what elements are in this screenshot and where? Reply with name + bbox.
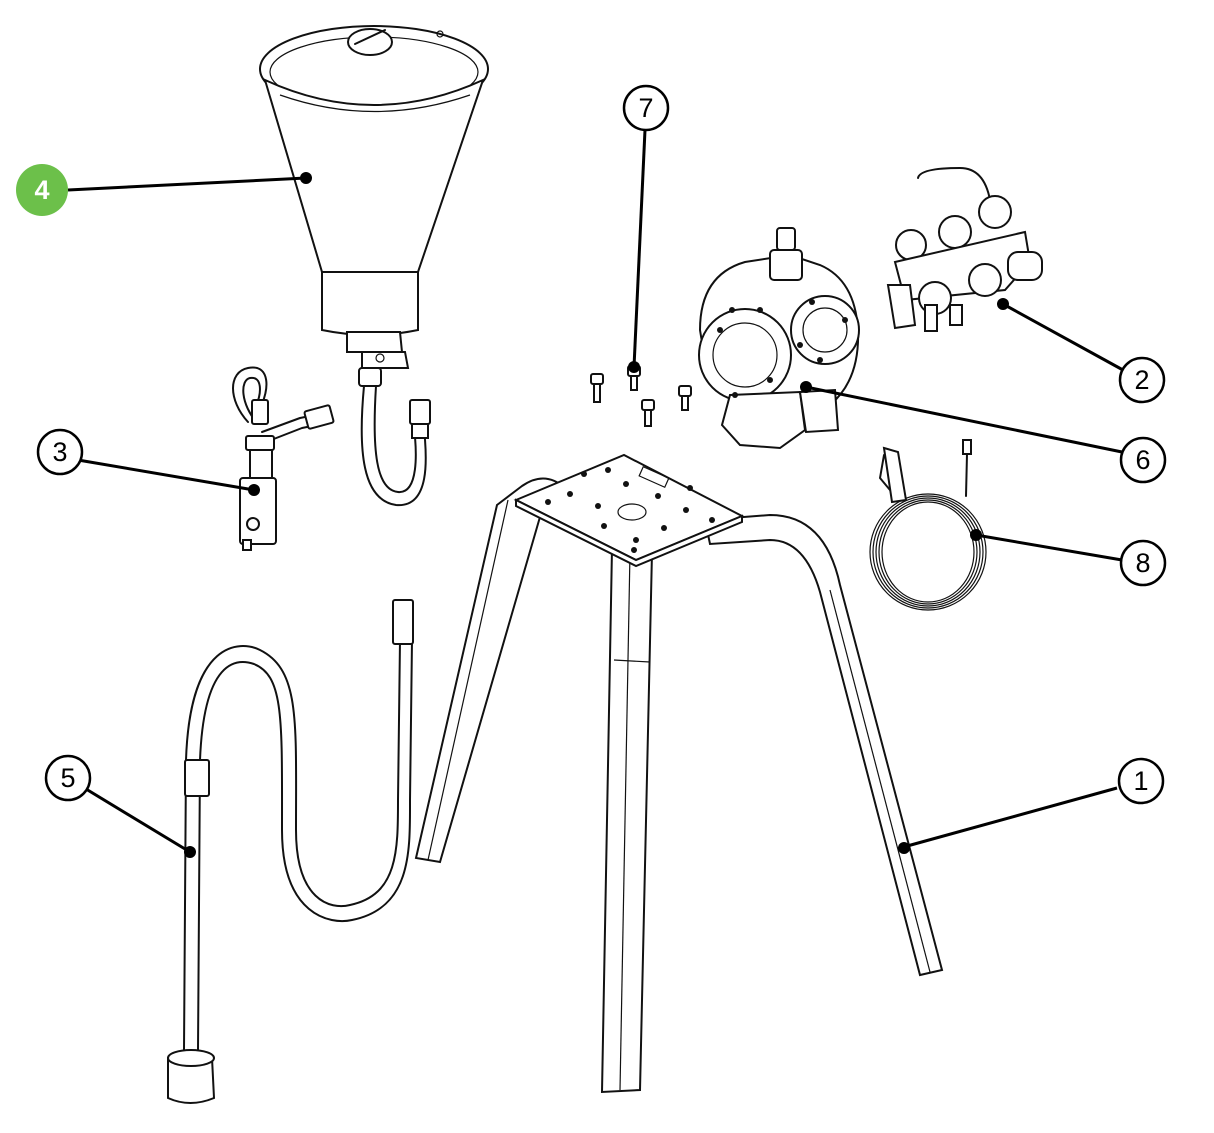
- callout-6[interactable]: 6: [1119, 436, 1167, 484]
- callout-8[interactable]: 8: [1119, 539, 1167, 587]
- valve-block[interactable]: [232, 366, 335, 551]
- callout-5[interactable]: 5: [44, 754, 92, 802]
- gauge-manifold[interactable]: [886, 167, 1043, 332]
- callout-2[interactable]: 2: [1118, 356, 1166, 404]
- callout-4-label: 4: [34, 175, 49, 205]
- stand-legs[interactable]: [414, 453, 944, 1094]
- callout-7[interactable]: 7: [622, 84, 670, 132]
- callout-4[interactable]: 4: [16, 164, 68, 216]
- bolts[interactable]: [590, 365, 692, 427]
- leader-lines: [67, 129, 1124, 858]
- callout-1-label: 1: [1133, 766, 1148, 796]
- suction-hose[interactable]: [167, 599, 414, 1104]
- callout-3-label: 3: [52, 437, 67, 467]
- callout-1[interactable]: 1: [1117, 757, 1165, 805]
- hopper-funnel[interactable]: [259, 25, 489, 507]
- callout-5-label: 5: [60, 763, 75, 793]
- diaphragm-pump[interactable]: [698, 227, 860, 450]
- ground-wire-clamp[interactable]: [869, 439, 987, 611]
- callout-3[interactable]: 3: [36, 428, 84, 476]
- callout-2-label: 2: [1134, 365, 1149, 395]
- callout-7-label: 7: [638, 93, 653, 123]
- callout-8-label: 8: [1135, 548, 1150, 578]
- callout-6-label: 6: [1135, 445, 1150, 475]
